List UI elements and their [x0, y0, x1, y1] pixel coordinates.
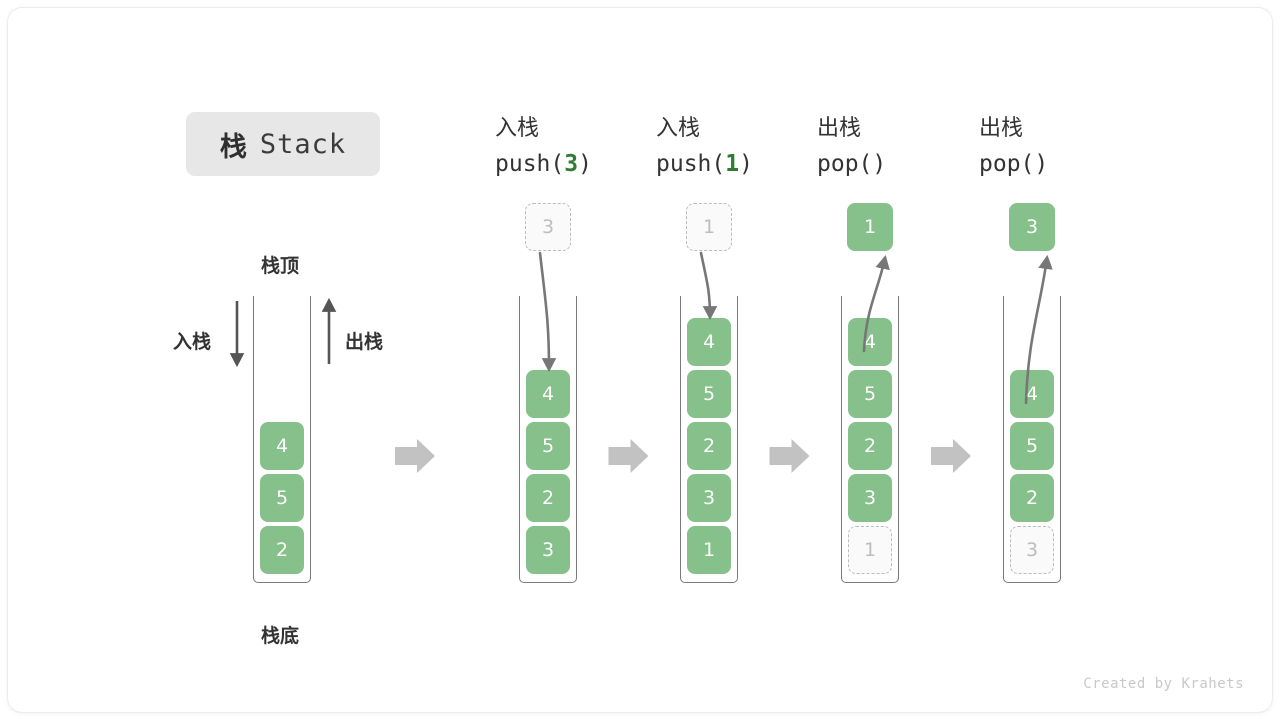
step-operation-code: push(1): [656, 151, 753, 177]
stack-cell: 3: [526, 526, 570, 574]
operation-argument: 3: [564, 151, 579, 177]
transition-arrow: [769, 439, 810, 473]
stack-cell: 4: [687, 318, 731, 366]
transition-arrow: [395, 439, 435, 473]
pending-push-element: 3: [525, 203, 571, 251]
step-header-1: 入栈 push(3): [495, 112, 665, 182]
stack-cell: 3: [687, 474, 731, 522]
stack-cell: 4: [260, 422, 304, 470]
footer-credit: Created by Krahets: [1083, 676, 1244, 692]
pop-direction-label: 出栈: [345, 331, 384, 353]
stack-cell: 1: [687, 526, 731, 574]
step-header-4: 出栈 pop(): [979, 112, 1149, 182]
stack-top-label: 栈顶: [261, 255, 300, 277]
stack-cell-ghost: 1: [848, 526, 892, 574]
title-chinese: 栈: [219, 131, 248, 163]
step-operation-label: 出栈: [817, 116, 862, 141]
step-operation-label: 入栈: [495, 116, 540, 141]
popped-element: 3: [1009, 203, 1055, 251]
pending-push-element: 1: [686, 203, 732, 251]
operation-argument: 1: [725, 151, 740, 177]
step-operation-label: 入栈: [656, 116, 701, 141]
diagram-title-pill: 栈 Stack: [186, 112, 380, 176]
stack-cell: 5: [260, 474, 304, 522]
title-english: Stack: [259, 128, 347, 160]
stack-cell: 5: [687, 370, 731, 418]
step-operation-code: pop(): [817, 151, 887, 177]
step-operation-code: push(3): [495, 151, 592, 177]
stack-cell: 4: [848, 318, 892, 366]
transition-arrow: [931, 439, 971, 473]
step-header-3: 出栈 pop(): [817, 112, 987, 182]
stack-cell: 2: [526, 474, 570, 522]
stack-cell: 2: [260, 526, 304, 574]
stack-cell: 2: [848, 422, 892, 470]
stack-cell: 5: [848, 370, 892, 418]
push-direction-label: 入栈: [173, 331, 212, 353]
stack-cell: 2: [687, 422, 731, 470]
stack-cell: 5: [1010, 422, 1054, 470]
step-operation-label: 出栈: [979, 116, 1024, 141]
stack-cell: 2: [1010, 474, 1054, 522]
transition-arrow: [608, 439, 649, 473]
popped-element: 1: [847, 203, 893, 251]
step-header-2: 入栈 push(1): [656, 112, 826, 182]
stack-cell: 4: [1010, 370, 1054, 418]
stack-cell: 5: [526, 422, 570, 470]
stack-cell: 3: [848, 474, 892, 522]
step-operation-code: pop(): [979, 151, 1049, 177]
stack-cell: 4: [526, 370, 570, 418]
stack-bottom-label: 栈底: [261, 625, 300, 647]
stack-cell-ghost: 3: [1010, 526, 1054, 574]
